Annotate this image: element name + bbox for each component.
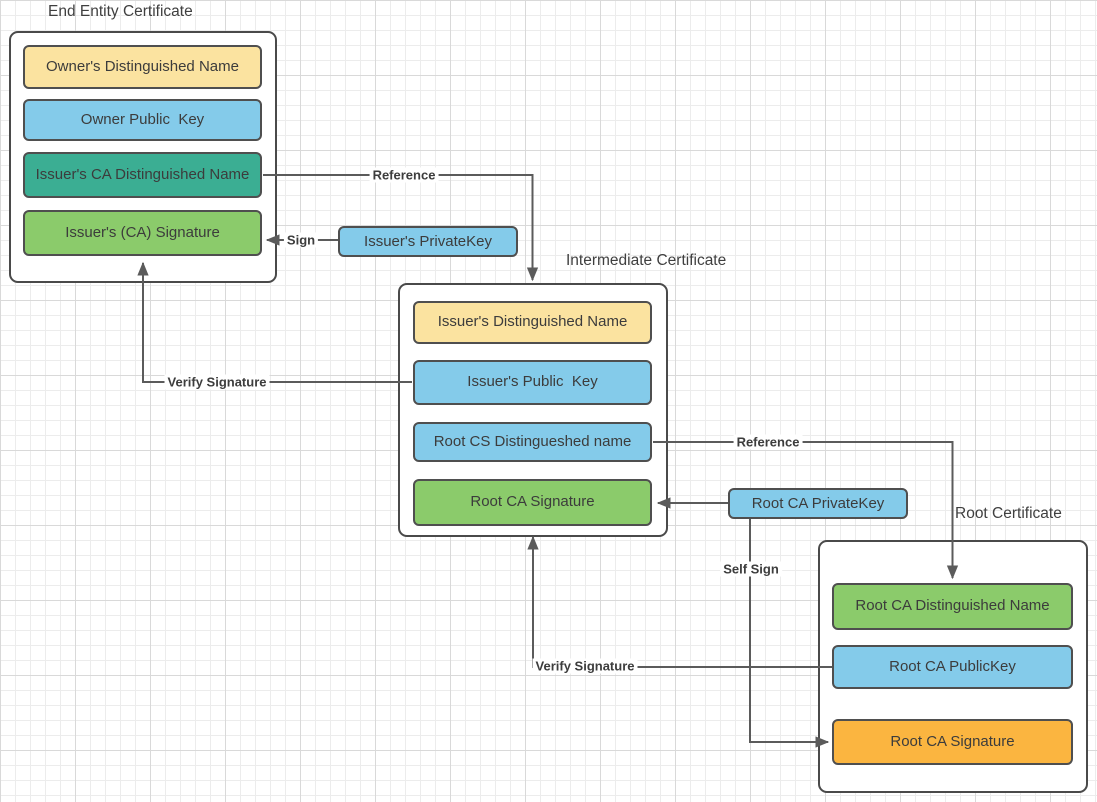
field-label: Root CA Distinguished Name — [855, 597, 1050, 615]
field-issuers-public-key: Issuer's Public Key — [413, 360, 652, 405]
verify-signature-right-label: Verify Signature — [532, 658, 638, 674]
self-sign-label: Self Sign — [720, 561, 782, 577]
reference-right-label: Reference — [733, 434, 803, 450]
reference-top-label: Reference — [369, 167, 439, 183]
reference-top-connector — [263, 174, 539, 282]
field-label: Issuer's CA Distinguished Name — [35, 165, 250, 183]
field-issuers-ca-distinguished-name: Issuer's CA Distinguished Name — [23, 152, 262, 198]
field-label: Root CA Signature — [890, 732, 1015, 750]
field-label: Owner Public Key — [80, 110, 205, 128]
field-label: Root CS Distingueshed name — [433, 432, 632, 450]
intermediate-certificate-title: Intermediate Certificate — [566, 252, 727, 269]
field-label: Issuer's Distinguished Name — [437, 313, 628, 331]
issuers-private-key-box: Issuer's PrivateKey — [338, 226, 518, 257]
field-owner-public-key: Owner Public Key — [23, 99, 262, 141]
key-label: Issuer's PrivateKey — [364, 233, 492, 250]
field-root-cs-distingueshed-name: Root CS Distingueshed name — [413, 422, 652, 462]
field-label: Issuer's (CA) Signature — [65, 223, 220, 241]
field-label: Issuer's Public Key — [467, 373, 598, 391]
root-ca-private-key-box: Root CA PrivateKey — [728, 488, 908, 519]
field-root-ca-signature-intermediate: Root CA Signature — [413, 479, 652, 526]
field-label: Owner's Distinguished Name — [46, 57, 239, 75]
end-entity-certificate-title: End Entity Certificate — [48, 3, 193, 20]
root-certificate-title: Root Certificate — [955, 505, 1062, 522]
key-label: Root CA PrivateKey — [751, 495, 885, 512]
verify-signature-right-connector — [527, 535, 832, 668]
field-label: Root CA Signature — [470, 493, 595, 511]
sign-label: Sign — [283, 232, 319, 248]
field-label: Root CA PublicKey — [889, 657, 1016, 675]
field-root-ca-public-key: Root CA PublicKey — [832, 645, 1073, 689]
self-sign-connector — [749, 519, 830, 748]
field-owners-distinguished-name: Owner's Distinguished Name — [23, 45, 262, 89]
field-root-ca-distinguished-name: Root CA Distinguished Name — [832, 583, 1073, 630]
field-issuers-ca-signature: Issuer's (CA) Signature — [23, 210, 262, 256]
field-root-ca-signature-root: Root CA Signature — [832, 719, 1073, 765]
field-issuers-distinguished-name: Issuer's Distinguished Name — [413, 301, 652, 344]
verify-signature-left-label: Verify Signature — [164, 374, 270, 390]
verify-signature-left-connector — [137, 261, 412, 383]
